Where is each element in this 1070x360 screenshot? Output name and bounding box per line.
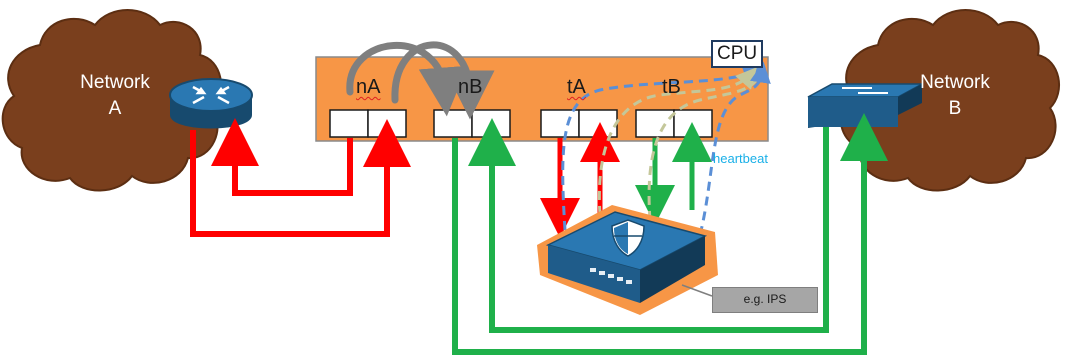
heartbeat-lines (561, 61, 771, 236)
port-na-2 (367, 109, 407, 138)
network-a-label-line2: A (108, 98, 122, 119)
port-nb-1 (433, 109, 473, 138)
port-na-1 (329, 109, 369, 138)
port-label-tb: tB (662, 76, 681, 98)
port-label-na: nA (356, 76, 381, 98)
network-a-cloud (1, 9, 222, 192)
heartbeat-label: heartbeat (713, 151, 768, 166)
port-label-nb: nB (458, 76, 483, 98)
ips-appliance-icon (537, 205, 718, 315)
port-tb-2 (673, 109, 713, 138)
port-ta-1 (540, 109, 580, 138)
port-tb-1 (635, 109, 675, 138)
network-b-label-line1: Network (920, 72, 990, 93)
network-a-label-line1: Network (80, 72, 150, 93)
port-nb-2 (471, 109, 511, 138)
green-path (452, 113, 888, 355)
shield-icon (611, 219, 645, 257)
network-b-label-line2: B (948, 98, 962, 119)
port-label-ta: tA (567, 76, 586, 98)
network-a-label: Network A (55, 70, 175, 122)
tap-connections (540, 122, 712, 238)
appliance-callout-line (681, 284, 713, 297)
appliance-tag: e.g. IPS (712, 287, 818, 313)
router-icon (169, 78, 253, 129)
network-b-label: Network B (895, 70, 1015, 122)
red-path (190, 118, 411, 237)
cpu-label: CPU (711, 40, 764, 68)
loopback-arrows (346, 41, 495, 120)
